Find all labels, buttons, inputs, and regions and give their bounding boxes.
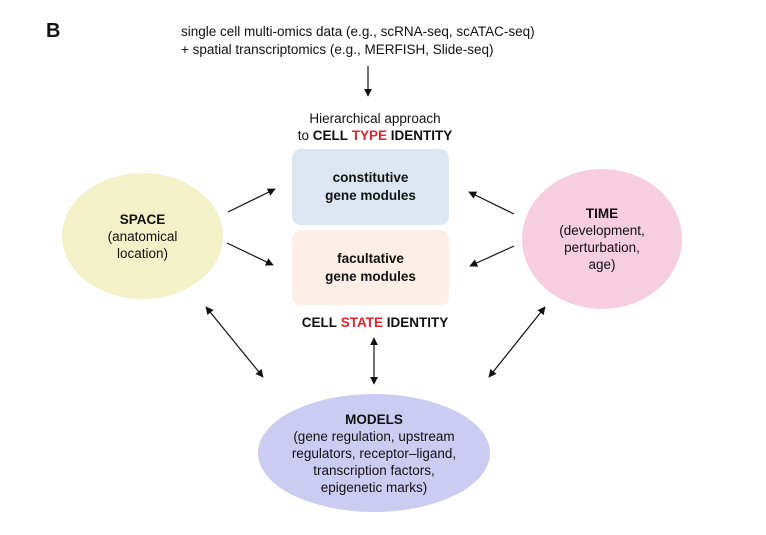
- time-line-3: age): [588, 257, 616, 272]
- arrow-space-models: [205, 306, 264, 378]
- space-title: SPACE: [119, 211, 166, 227]
- cell-state-word-state: STATE: [340, 315, 383, 330]
- models-title: MODELS: [345, 411, 403, 427]
- cell-type-word-type: TYPE: [351, 128, 387, 143]
- time-ellipse: TIME (development, perturbation, age): [522, 169, 682, 309]
- constitutive-gene-modules-box: constitutive gene modules: [292, 149, 449, 225]
- constitutive-line-1: constitutive: [332, 170, 409, 185]
- panel-label: B: [46, 20, 61, 42]
- input-line-1: single cell multi-omics data (e.g., scRN…: [181, 24, 535, 39]
- arrow-time-to-facultative: [469, 245, 515, 267]
- space-line-2: location): [116, 245, 169, 261]
- facultative-line-1: facultative: [337, 250, 404, 266]
- arrow-time-models: [488, 306, 546, 378]
- cell-type-heading-line-2: to CELL TYPE IDENTITY: [250, 127, 500, 144]
- cell-type-heading: Hierarchical approach to CELL TYPE IDENT…: [250, 110, 500, 144]
- arrow-time-to-constitutive: [468, 191, 515, 215]
- time-line-2: perturbation,: [564, 240, 640, 255]
- space-ellipse: SPACE (anatomical location): [62, 173, 223, 299]
- models-line-2: regulators, receptor–ligand,: [291, 445, 457, 461]
- cell-type-heading-line-1: Hierarchical approach: [309, 111, 441, 126]
- models-ellipse: MODELS (gene regulation, upstream regula…: [258, 394, 490, 512]
- models-line-3: transcription factors,: [313, 462, 435, 478]
- arrow-space-to-constitutive: [227, 188, 276, 213]
- facultative-gene-modules-box: facultative gene modules: [292, 230, 449, 305]
- input-line-2: + spatial transcriptomics (e.g., MERFISH…: [181, 42, 494, 57]
- constitutive-line-2: gene modules: [325, 188, 416, 203]
- space-line-1: (anatomical: [107, 228, 178, 244]
- facultative-line-2: gene modules: [325, 268, 416, 284]
- time-line-1: (development,: [559, 223, 645, 238]
- cell-type-prefix: to: [297, 128, 313, 143]
- cell-state-heading: CELL STATE IDENTITY: [250, 314, 500, 331]
- input-data-description: single cell multi-omics data (e.g., scRN…: [181, 23, 535, 59]
- cell-state-word-identity: IDENTITY: [386, 315, 449, 330]
- cell-type-word-cell: CELL: [312, 128, 348, 143]
- models-line-4: epigenetic marks): [320, 479, 428, 495]
- arrow-space-to-facultative: [226, 242, 274, 266]
- models-line-1: (gene regulation, upstream: [293, 428, 455, 444]
- cell-type-word-identity: IDENTITY: [390, 128, 453, 143]
- cell-state-word-cell: CELL: [301, 315, 337, 330]
- time-title: TIME: [585, 206, 619, 221]
